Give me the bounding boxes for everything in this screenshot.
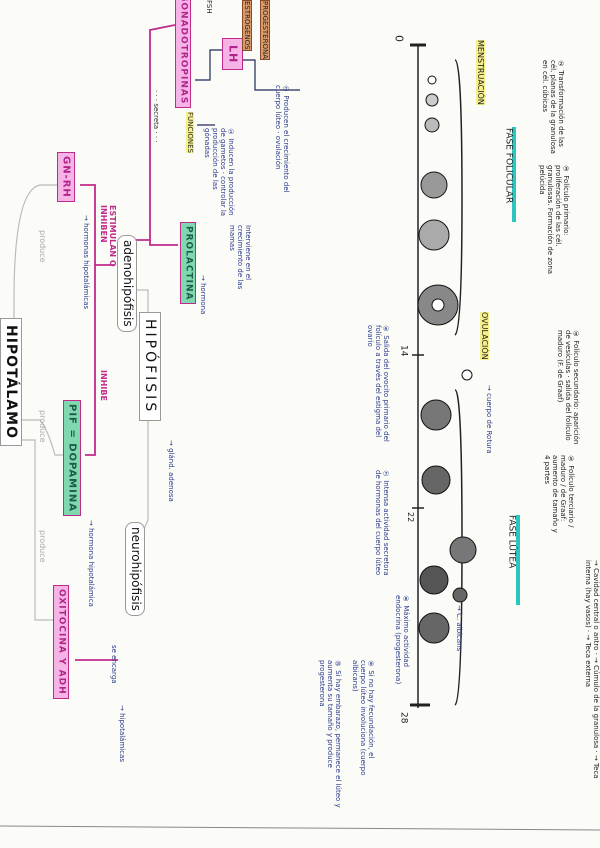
cycle-note-3: ③ Folículo primario: proliferación de la… [537, 165, 570, 275]
albicans-note: → C. albicans [455, 605, 464, 652]
funciones-note: ① Inducen la producción de gametos · con… [202, 128, 235, 217]
adenohipofisis-node: adenohipófisis [117, 235, 137, 332]
prolactina-node: PROLACTINA [180, 222, 197, 305]
secreta-label: · · · secreta · · · [152, 90, 161, 143]
cycle-note-8: ⑧ Máximo actividad endocrina (progestero… [393, 595, 410, 685]
fase-folicular-label: FASE FOLICULAR [503, 128, 514, 204]
pif-note: → hormona hipotalámica [87, 520, 96, 607]
progesterona-label: PROGESTERONA [260, 0, 271, 60]
produce-label: produce [38, 530, 48, 563]
produce-label: produce [38, 230, 48, 263]
cycle-note-6: ⑥ Salida del ovocito primario del folícu… [365, 325, 390, 442]
gonadotropinas-node: GONADOTROPINAS [175, 0, 192, 109]
neurohipofisis-note: se encarga [110, 645, 119, 684]
cycle-note-2: ② Transformación de las cél. planas de l… [540, 60, 565, 154]
follicle-drawings [417, 75, 477, 644]
cuerpo-rotura-note: → cuerpo de Rotura [485, 385, 494, 454]
hipofisis-note: → glánd. adenosa [167, 440, 176, 502]
ovulacion-label: OVULACIÓN [480, 312, 490, 360]
fase-lutea-highlight [516, 515, 520, 605]
cycle-note-4: ④ Folículo secundario: aparición de vesí… [555, 330, 580, 445]
prolactina-desc: Interviene en el crecimiento de las mama… [227, 225, 252, 290]
lh-node: LH [222, 38, 243, 71]
day-22: 22 [406, 512, 416, 523]
cycle-note-7: ⑦ Intensa actividad secretora de hormona… [373, 470, 390, 576]
prolactina-note: → hormona [199, 275, 208, 315]
neurohipofisis-node: neurohipófisis [125, 522, 145, 616]
root-hipotalamo: HIPOTÁLAMO [0, 318, 23, 446]
gnrh-node: GN-RH [57, 152, 75, 202]
hipofisis-node: HIPÓFISIS [139, 312, 162, 422]
estrogenos-label: ESTRÓGENOS [242, 0, 253, 51]
menstruacion-label: MENSTRUACIÓN [476, 40, 486, 105]
fsh-label: FSH [205, 0, 214, 14]
day-28: 28 [398, 712, 409, 724]
produce-label: produce [38, 410, 48, 443]
cycle-note-5-parts: → Cavidad central o antro · → Cúmulo de … [583, 560, 600, 779]
day-0: 0 [392, 35, 406, 42]
inhibe-label: INHIBE [99, 370, 109, 401]
estimulan-label: ESTIMULAN O INHIBEN [98, 205, 117, 267]
lh-note: ② Producen el crecimiento del cuerpo lút… [273, 85, 290, 193]
funciones-label: FUNCIONES [186, 112, 195, 153]
fase-folicular-highlight [512, 127, 516, 222]
cycle-note-10: ⑩ Si hay embarazo, permanece el lúteo y … [317, 660, 342, 808]
day-14: 14 [398, 345, 409, 357]
oxitocina-note: → hipotalámicas [118, 705, 127, 763]
cycle-note-5: ⑤ Folículo terciario / maduro / de Graaf… [542, 455, 575, 533]
oxitocina-node: OXITOCINA Y ADH [53, 585, 70, 699]
cycle-note-9: ⑨ Si no hay fecundación, el cuerpo lúteo… [350, 660, 375, 776]
gnrh-note: → hormonas hipotalámicas [82, 215, 91, 310]
fase-lutea-label: FASE LÚTEA [506, 515, 517, 569]
pif-node: PIF = DOPAMINA [63, 400, 81, 516]
